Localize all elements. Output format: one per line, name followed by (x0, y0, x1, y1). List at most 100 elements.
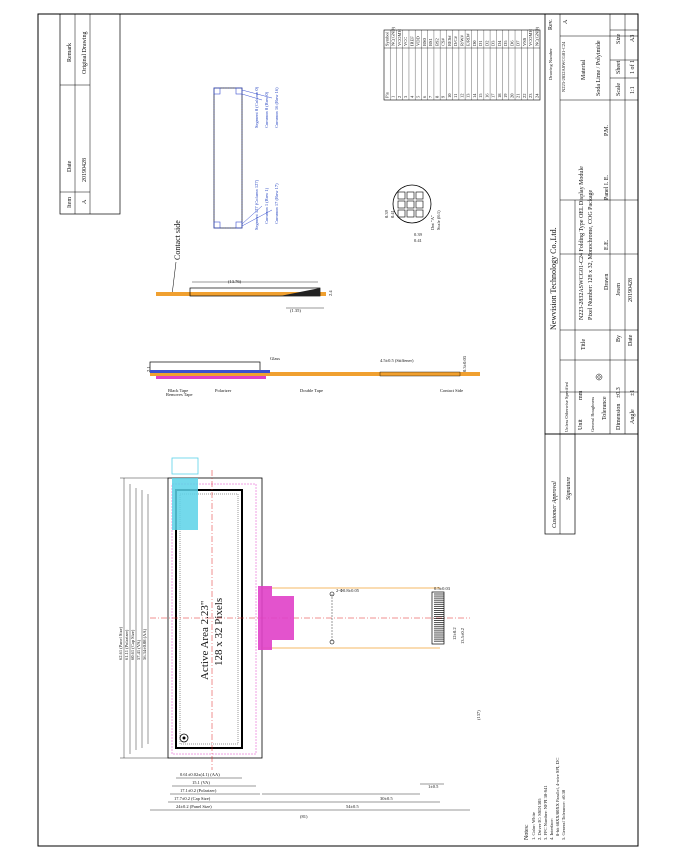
rev-label: Rev. (548, 19, 554, 30)
pin-symbol: E/RD# (466, 33, 471, 46)
date-value: 20190428 (628, 278, 634, 302)
pin-number: 20 (509, 93, 514, 98)
cyan-region (172, 478, 198, 530)
connection-diagram: Segment 0 (Column 0) Common 0 (Row 0) Co… (213, 86, 279, 230)
pin-number: 19 (503, 93, 508, 98)
polarizer-dim: 61.11 (Polarizer) (124, 629, 129, 660)
fpc-width-dim: 12±0.2 (452, 627, 457, 640)
cap-width-dim: 17.7±0.2 (Cap Size) (174, 796, 211, 801)
active-area-label: Active Area 2.23" (199, 601, 211, 680)
va-width-dim: 15.1 (VA) (192, 780, 210, 785)
drawing-number-label: Drawing Number (548, 48, 553, 80)
pin-symbol: BS1 (428, 38, 433, 46)
pin-number: 5 (416, 95, 421, 98)
symbol-header: Symbol (384, 31, 389, 46)
pin-number: 2 (397, 96, 402, 98)
va-dim: 57.41 (VA) (136, 639, 141, 660)
pin-symbol: D2 (484, 41, 489, 47)
pin-number: 23 (528, 93, 533, 98)
material-value: Soda Lime / Polyimide (596, 40, 602, 96)
ee-label: E.E. (604, 239, 610, 250)
date-label: Date (628, 334, 634, 346)
title-label: Title (581, 339, 587, 350)
drawn-label: Drawn (604, 274, 610, 290)
label-segment-0: Segment 0 (Column 0) (254, 86, 259, 128)
note-4: 4. Interface: (549, 818, 554, 840)
rev-value: A (563, 19, 569, 24)
customer-approval-label: Customer Approval (552, 481, 558, 528)
polarizer-outline (171, 483, 257, 755)
dimension-tol: ±0.3 (616, 387, 622, 398)
label-common-1: Common 1 (Row 1) (264, 187, 269, 224)
pin-number: 10 (447, 93, 452, 98)
pin-number: 17 (491, 93, 496, 98)
pin-symbol: D/C# (453, 35, 458, 46)
fpc-length-dim-30: 30±0.5 (380, 796, 393, 801)
pin-symbol: D6 (509, 40, 514, 46)
pin-number: 4 (409, 95, 414, 98)
side-view-upper: Contact side (13.76) (1.35) 2.4 (156, 220, 333, 313)
pin-header: Pin (384, 91, 389, 98)
aa-dim: 56.34±0.08 (AA) (142, 628, 147, 660)
note-4-detail: 8-bit 68XX/80XX Parallel, 4-wire SPI, I2… (555, 758, 561, 836)
pin-symbol: VDD (416, 36, 421, 46)
pin-number: 7 (428, 95, 433, 98)
pin-symbol: VSS (522, 37, 527, 46)
title-line2: Pixel Number: 128 x 32, Monochrome, COG … (588, 190, 594, 320)
fpc-width-dim-2: 13.5±0.2 (460, 628, 465, 644)
stiffener-dim: 4.5±0.5 (Stiffener) (380, 358, 414, 363)
pm-label: P.M. (604, 124, 610, 136)
roughness-label: General Roughness (590, 397, 595, 432)
side-dim-13-76: (13.76) (228, 279, 242, 284)
note-1: 1. Color: White (531, 812, 536, 840)
fpc-pitch-dim: 0.5±0.03 (434, 586, 451, 591)
drawing-number: N223-2832ASWCG01-C24 (561, 41, 566, 92)
side-dim-1-35: (1.35) (290, 308, 301, 313)
unless-label: Unless Otherwise Specified (564, 381, 569, 432)
side-dim-2-1: 2.1 (146, 366, 151, 372)
pin-number: 14 (472, 93, 477, 98)
fpc-bond-region (258, 586, 272, 650)
label-polarizer: Polarizer (215, 388, 232, 393)
label-common-17: Common 17 (Row 17) (274, 183, 279, 224)
dot-dim-2: 0.41 (390, 210, 395, 218)
fpc-connector (431, 591, 445, 645)
label-black-tape: Black Tape (168, 388, 188, 393)
label-double-tape: Double Tape (300, 388, 323, 393)
sheet-label: Sheet (616, 60, 622, 74)
by-value: Jesen (616, 283, 622, 296)
notes: Notes: 1. Color: White 2. Driver IC: SSD… (524, 758, 566, 840)
angle-label: Angle (630, 409, 636, 424)
rev-header-date: Date (67, 160, 73, 172)
note-3: 3. FPC Number: NFPI 30-S41 (543, 785, 548, 840)
polarizer-width-dim: 17.1±0.2 (Polarizer) (180, 788, 217, 793)
side-dim-0-3: 0.3±0.03 (462, 355, 467, 372)
panel-ie-label: Panel I. E. (604, 175, 610, 200)
pin-symbol: R/W# (459, 35, 464, 46)
panel-size-dim: 62.61 (Panel Size) (118, 626, 123, 660)
fpc-length-dim: (137) (476, 710, 481, 720)
dot-dim-1: 0.39 (384, 209, 389, 218)
side-view-lower: 2.1 Glass Polarizer Removes Tape Black T… (146, 355, 480, 397)
dot-dim-4: 0.41 (414, 238, 422, 243)
pin-symbol: BS2 (434, 38, 439, 46)
company-name: Newvision Technology Co.,Ltd. (549, 227, 558, 330)
tolerance-label: Tolerance (602, 396, 608, 420)
pin-symbol: D5 (503, 40, 508, 46)
panel-width-dim: 24±0.2 (Panel Size) (176, 804, 212, 809)
signature-label: Signature (566, 477, 572, 500)
pin-symbol: IREF (409, 36, 414, 46)
rev-row-item: A (82, 199, 88, 204)
contact-side-label: Contact side (173, 220, 182, 260)
note-2: 2. Driver IC: SSD1305 (537, 798, 542, 840)
pin-number: 13 (466, 93, 471, 98)
fpc-hole-dim: 2-Φ0.8±0.05 (336, 588, 360, 593)
customer-approval-block: Customer Approval Signature (544, 433, 576, 535)
label-common-16: Common 16 (Row 16) (274, 87, 279, 128)
pin-table: PinSymbol1NC(GND)2VCOMH3VCC4IREF5VDD6BS0… (383, 27, 541, 101)
rev-row-date: 20190428 (82, 158, 88, 182)
front-view: 2-Φ0.8±0.05 0.5±0.03 12±0.2 13.5±0.2 (13… (118, 457, 481, 819)
pin-symbol: BS0 (422, 37, 427, 46)
pin-symbol: D3 (491, 40, 496, 46)
